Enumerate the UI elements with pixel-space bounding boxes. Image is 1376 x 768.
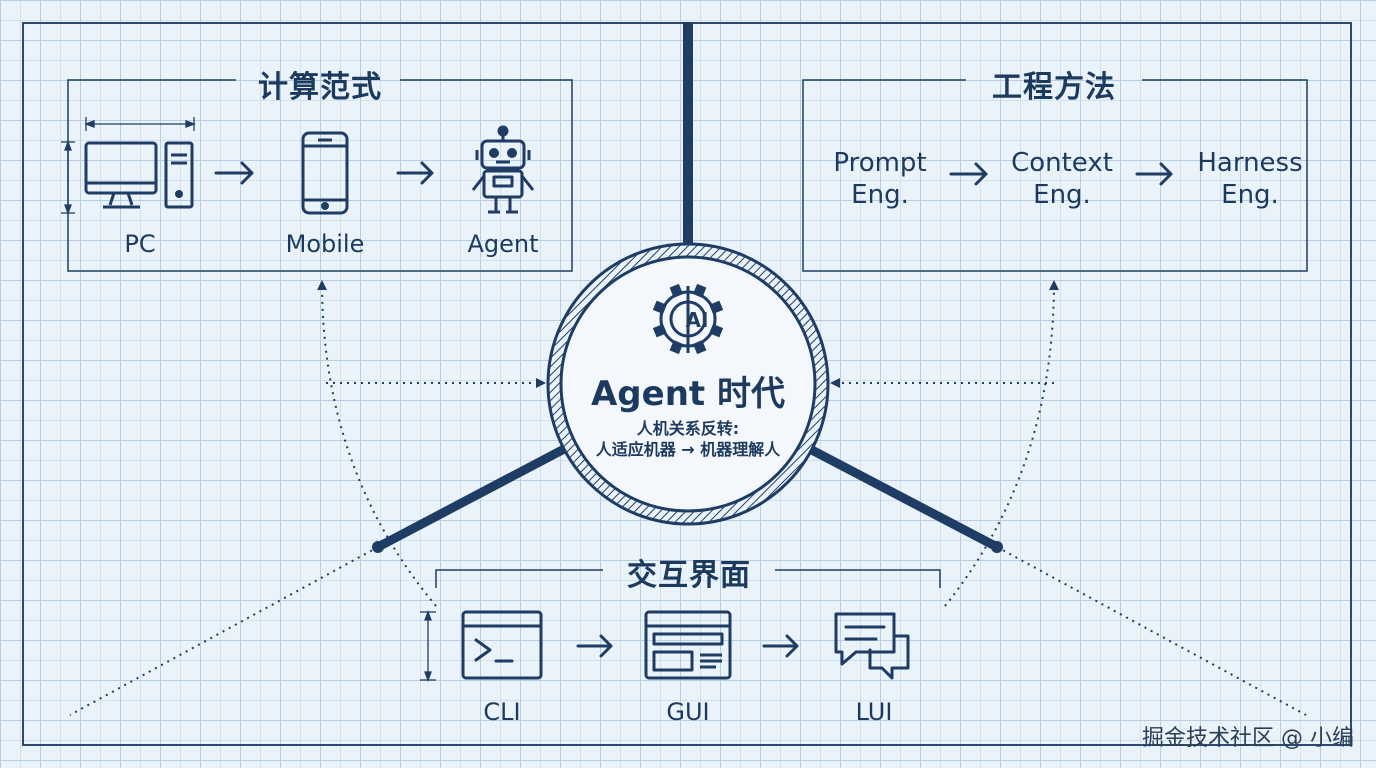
hub-subtitle: 人机关系反转: 人适应机器 → 机器理解人 [595,419,781,459]
ai-gear-icon: AI [652,283,724,355]
spoke-left [375,444,569,551]
engineering-section-title: 工程方法 [992,70,1116,105]
flow-arrow-pc-mobile [214,161,254,185]
node-label-agent: Agent [467,230,539,258]
right-diagonal-dotted [996,546,1307,716]
flow-arrow-cli-gui [576,634,613,658]
gear-tooth [669,283,684,298]
hub-core [559,255,817,513]
spoke-right [805,444,1000,551]
gear-tooth [652,323,667,338]
node-label-cli: CLI [483,698,521,726]
watermark: 掘金技术社区 @ 小编 [1142,726,1354,751]
flow-arrow-mobile-agent [396,161,434,185]
flow-arrow-gui-lui [762,634,799,658]
node-label-harness-eng: Harness Eng. [1197,148,1303,210]
gear-tooth [669,340,684,355]
node-label-context-eng: Context Eng. [1011,148,1113,210]
engineering-frame [802,79,1308,272]
dimension-mark-vertical [61,140,75,215]
computing-frame [67,79,573,272]
chat-bubbles-icon [834,612,910,680]
desktop-pc-icon [84,141,194,209]
gear-tooth [709,300,724,315]
interface-section-title: 交互界面 [627,558,751,593]
robot-icon [471,125,535,214]
gear-tooth [692,283,707,298]
gear-tooth [709,323,724,338]
dimension-mark-interface [420,610,436,682]
node-label-lui: LUI [855,698,893,726]
gear-tooth [652,300,667,315]
interface-frame [435,569,941,588]
gear-tooth [692,340,707,355]
hub-title: Agent 时代 [590,374,786,414]
window-layout-icon [644,610,732,680]
node-label-prompt-eng: Prompt Eng. [833,148,927,210]
svg-text:AI: AI [686,308,709,332]
left-arc-dotted [317,280,437,607]
computing-section-title: 计算范式 [258,70,382,105]
flow-arrow-prompt-context [949,162,988,186]
flow-arrow-context-harness [1135,162,1173,186]
node-label-mobile: Mobile [285,230,365,258]
smartphone-icon [301,131,349,215]
node-label-gui: GUI [666,698,710,726]
right-arc-dotted [944,280,1059,607]
dimension-mark-horizontal [84,117,196,131]
terminal-icon [461,610,543,680]
left-diagonal-dotted [69,546,379,716]
node-label-pc: PC [124,230,156,258]
